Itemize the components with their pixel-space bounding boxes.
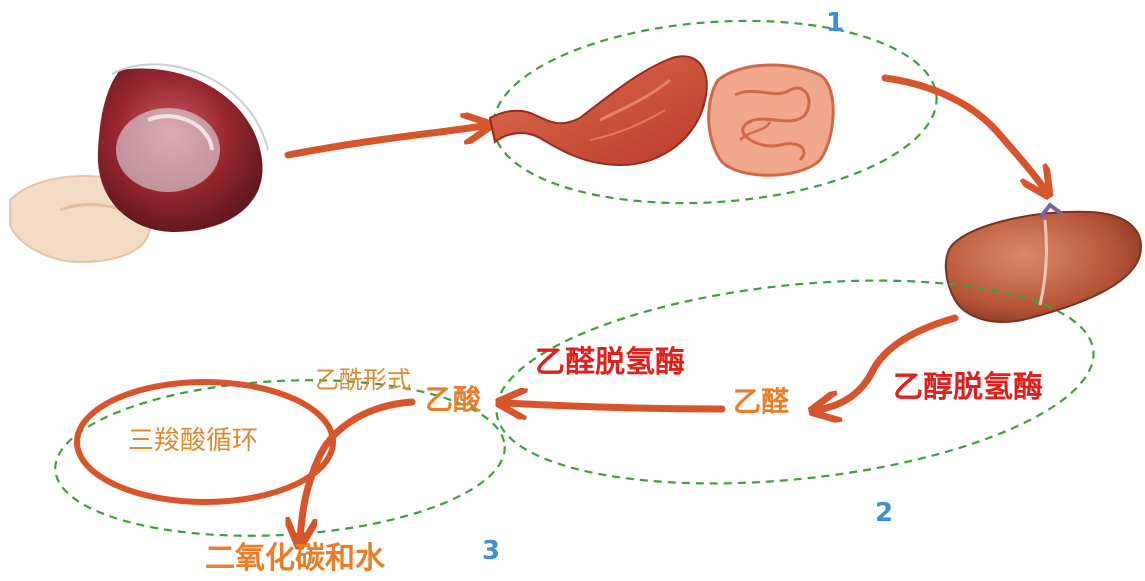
stage-number-1: 1 [826,10,844,36]
stage-number-2: 2 [875,500,893,526]
label-alcohol-dehydrogenase: 乙醇脱氢酶 [893,373,1043,403]
label-acetaldehyde: 乙醛 [733,388,789,416]
intestines-icon [709,65,833,175]
stomach-icon [490,56,707,165]
label-tca-cycle: 三羧酸循环 [128,428,258,454]
stage-number-3: 3 [482,538,500,564]
arrow-acetaldehyde-to-acetic-acid [505,403,722,409]
label-aldehyde-dehydrogenase: 乙醛脱氢酶 [535,348,685,378]
label-co2-water: 二氧化碳和水 [205,544,385,574]
wine-glass-icon [10,64,268,262]
liver-icon [946,205,1141,322]
arrow-acetic-acid-to-co2 [300,402,412,540]
arrow-glass-to-stomach [288,126,484,155]
label-acetyl-form: 乙酰形式 [315,368,411,392]
label-acetic-acid: 乙酸 [425,386,481,414]
arrow-intestines-to-liver [885,78,1045,190]
